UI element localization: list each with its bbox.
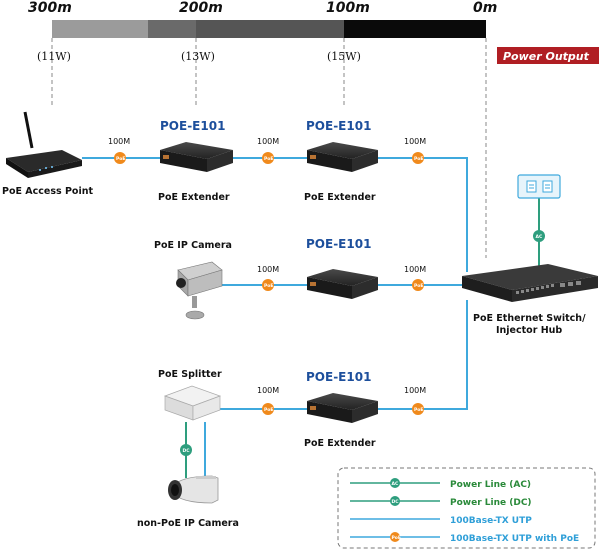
legend: AC Power Line (AC) DC Power Line (DC) 10… — [337, 467, 596, 549]
switch-label-line2: Injector Hub — [496, 325, 562, 336]
model-label-extender-1: POE-E101 — [160, 119, 225, 133]
power-outlet-icon — [517, 174, 561, 199]
utp-cables — [82, 157, 468, 478]
speed-label: 100M — [257, 265, 279, 274]
extender-1-icon — [160, 142, 233, 172]
speed-label: 100M — [108, 137, 130, 146]
scale-segment-100-0 — [344, 20, 486, 38]
access-point-label: PoE Access Point — [2, 186, 93, 197]
legend-box — [337, 467, 596, 549]
legend-utp-poe-label: 100Base-TX UTP with PoE — [450, 534, 579, 544]
access-point-icon — [6, 111, 82, 178]
poe-badge-icon — [390, 532, 400, 542]
svg-text:PoE: PoE — [116, 156, 125, 162]
dc-badge-icon — [390, 496, 400, 506]
extender-3-label: PoE Extender — [304, 438, 376, 449]
cable-extender2-switch — [378, 157, 468, 272]
model-label-extender-3: POE-E101 — [306, 370, 371, 384]
non-poe-camera-label: non-PoE IP Camera — [137, 518, 239, 529]
extender-2-label: PoE Extender — [304, 192, 376, 203]
svg-text:PoE: PoE — [264, 156, 273, 162]
distance-label-200m: 200m — [179, 0, 223, 16]
distance-label-100m: 100m — [326, 0, 370, 16]
poe-badges: PoE PoE PoE PoE PoE PoE PoE AC DC — [114, 152, 545, 456]
svg-text:PoE: PoE — [414, 156, 423, 162]
distance-label-0m: 0m — [473, 0, 497, 16]
dc-badge-icon: DC — [180, 444, 192, 456]
speed-label: 100M — [404, 137, 426, 146]
svg-text:DC: DC — [183, 448, 191, 454]
ac-badge-icon: AC — [533, 230, 545, 242]
bullet-camera-icon — [168, 475, 219, 504]
poe-splitter-icon — [163, 385, 222, 421]
scale-segment-300-200 — [52, 20, 148, 38]
poe-badge-icon: PoE — [262, 152, 274, 164]
distance-scale: 300m 200m 100m 0m (11W) (13W) (15W) Powe… — [28, 0, 599, 258]
svg-text:PoE: PoE — [264, 283, 273, 289]
speed-label: 100M — [257, 386, 279, 395]
speed-label: 100M — [404, 386, 426, 395]
ip-camera-label: PoE IP Camera — [154, 240, 232, 251]
poe-switch-icon — [462, 264, 598, 302]
poe-badge-icon: PoE — [262, 403, 274, 415]
ip-camera-icon — [176, 261, 223, 320]
poe-badge-icon: PoE — [114, 152, 126, 164]
speed-labels: 100M 100M 100M 100M 100M 100M 100M — [108, 137, 426, 395]
poe101-icon — [307, 269, 378, 299]
svg-text:AC: AC — [536, 234, 543, 240]
watt-label-13w: (13W) — [181, 50, 215, 63]
poe-badge-icon: PoE — [412, 279, 424, 291]
svg-text:DC: DC — [392, 499, 400, 505]
poe-badge-icon: PoE — [412, 152, 424, 164]
splitter-label: PoE Splitter — [158, 369, 222, 380]
model-label-extender-2: POE-E101 — [306, 119, 371, 133]
cable-extender3-switch — [378, 300, 468, 410]
poe-badge-icon: PoE — [412, 403, 424, 415]
svg-text:AC: AC — [392, 481, 399, 487]
poe-badge-icon: PoE — [262, 279, 274, 291]
ac-badge-icon — [390, 478, 400, 488]
speed-label: 100M — [404, 265, 426, 274]
speed-label: 100M — [257, 137, 279, 146]
extender-2-icon — [307, 142, 378, 172]
svg-text:PoE: PoE — [414, 283, 423, 289]
power-output-label: Power Output — [503, 50, 590, 63]
watt-label-11w: (11W) — [37, 50, 71, 63]
legend-utp-label: 100Base-TX UTP — [450, 516, 532, 526]
switch-label-line1: PoE Ethernet Switch/ — [473, 313, 586, 324]
extender-3-icon — [307, 393, 378, 423]
distance-label-300m: 300m — [28, 0, 72, 16]
svg-text:PoE: PoE — [414, 407, 423, 413]
scale-segment-mid — [196, 20, 344, 38]
watt-label-15w: (15W) — [327, 50, 361, 63]
power-output-badge — [497, 47, 599, 64]
legend-dc-label: Power Line (DC) — [450, 498, 532, 508]
extender-1-label: PoE Extender — [158, 192, 230, 203]
svg-text:PoE: PoE — [392, 535, 401, 541]
model-label-camera-link: POE-E101 — [306, 237, 371, 251]
svg-text:PoE: PoE — [264, 407, 273, 413]
legend-ac-label: Power Line (AC) — [450, 480, 531, 490]
